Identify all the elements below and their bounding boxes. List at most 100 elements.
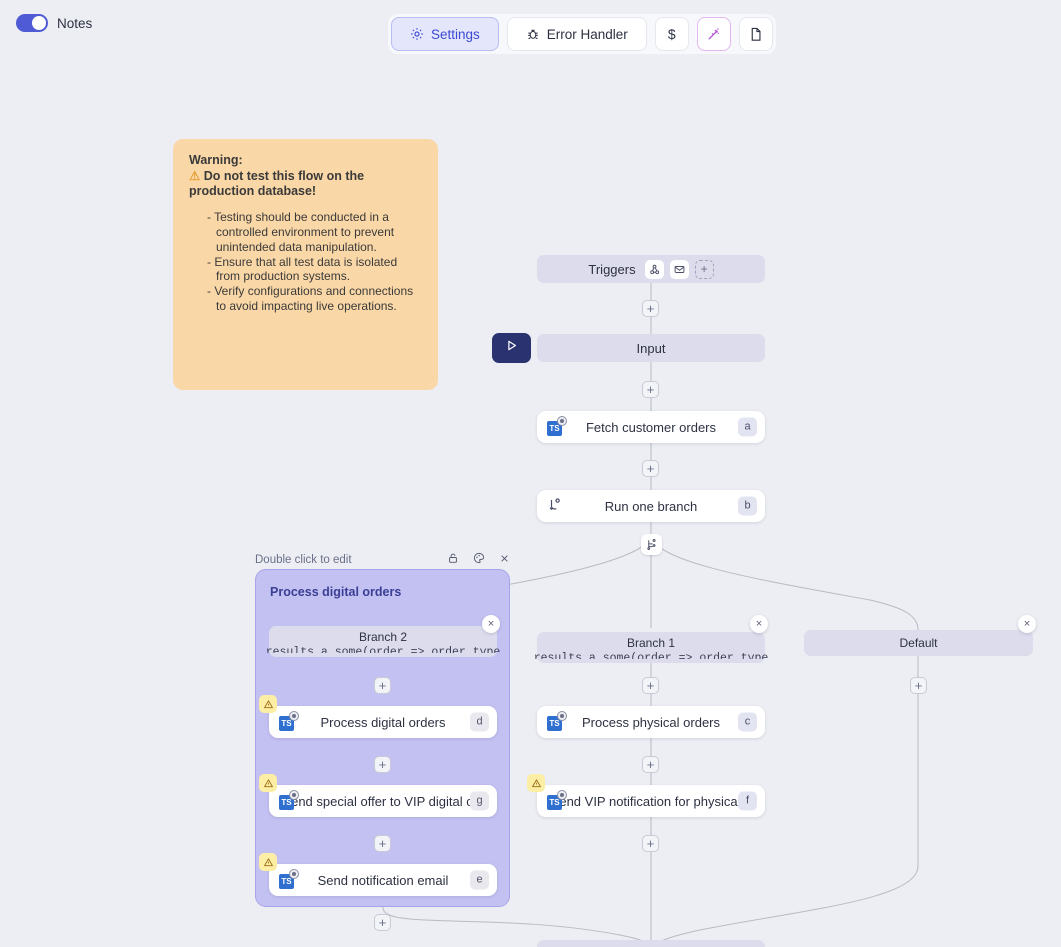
play-icon [504, 338, 519, 358]
note-title-line1: Warning: [189, 153, 243, 167]
bottom-output-node[interactable] [537, 940, 765, 947]
add-step-button[interactable]: + [374, 835, 391, 852]
add-step-button[interactable]: + [642, 677, 659, 694]
branch-name: Branch 1 [626, 636, 676, 650]
branch-name: Branch 2 [358, 630, 408, 644]
top-toolbar: Notes Settings Erro [0, 0, 1061, 60]
webhook-icon[interactable] [644, 259, 664, 279]
input-label: Input [636, 340, 666, 356]
step-fetch-customer-orders[interactable]: TS Fetch customer orders a [537, 411, 765, 443]
note-bullet-list: - Testing should be conducted in a contr… [189, 210, 422, 314]
branch-expression: results.a.some(order => order.type [265, 646, 501, 653]
warning-emoji: ⚠ [189, 168, 201, 183]
add-step-button[interactable]: + [642, 381, 659, 398]
bullet-marker: - [207, 209, 211, 224]
step-label: Process physical orders [582, 714, 720, 730]
gear-icon [410, 27, 424, 41]
branch-node-default[interactable]: Default [804, 630, 1033, 656]
branch-node-branch-2[interactable]: Branch 2 results.a.some(order => order.t… [266, 626, 500, 657]
warning-note-card[interactable]: Warning: ⚠ Do not test this flow on the … [173, 139, 438, 390]
step-badge: f [738, 791, 757, 811]
dollar-icon: $ [667, 26, 676, 42]
settings-button[interactable]: Settings [391, 17, 499, 51]
add-step-button[interactable]: + [642, 835, 659, 852]
step-send-vip-notification-physical[interactable]: TS Send VIP notification for physical...… [527, 774, 765, 817]
remove-branch-1-button[interactable]: × [750, 615, 768, 633]
add-step-button[interactable]: + [642, 460, 659, 477]
warning-icon[interactable] [259, 774, 277, 792]
bullet-text: Ensure that all test data is isolated fr… [214, 254, 398, 284]
branch-step-icon [547, 497, 565, 515]
group-container-process-digital-orders[interactable] [255, 569, 510, 907]
email-icon[interactable] [669, 259, 689, 279]
warning-icon[interactable] [527, 774, 545, 792]
typescript-icon: TS [279, 790, 299, 810]
magic-wand-button[interactable] [696, 17, 731, 51]
triggers-node[interactable]: Triggers + [537, 255, 765, 283]
branch-node-branch-1[interactable]: Branch 1 results.a.some(order => order.t… [534, 632, 768, 663]
palette-icon[interactable] [473, 551, 485, 569]
step-run-one-branch[interactable]: Run one branch b [537, 490, 765, 522]
magic-wand-icon [706, 27, 721, 42]
add-step-button[interactable]: + [374, 756, 391, 773]
toolbar-button-group: Settings Error Handler $ [388, 14, 776, 54]
add-step-button[interactable]: + [910, 677, 927, 694]
step-badge: a [738, 417, 757, 437]
add-step-button[interactable]: + [642, 300, 659, 317]
add-step-button[interactable]: + [374, 914, 391, 931]
branch-name: Default [899, 635, 938, 650]
typescript-icon: TS [547, 416, 567, 436]
notes-toggle-group[interactable]: Notes [16, 14, 92, 32]
warning-icon[interactable] [259, 695, 277, 713]
list-item: - Ensure that all test data is isolated … [207, 255, 422, 285]
step-send-special-offer-vip[interactable]: TS Send special offer to VIP digital c..… [259, 774, 497, 817]
note-title: Warning: ⚠ Do not test this flow on the … [189, 153, 422, 200]
add-step-button[interactable]: + [374, 677, 391, 694]
typescript-icon: TS [547, 711, 567, 731]
step-label: Send special offer to VIP digital c... [282, 793, 484, 809]
step-process-digital-orders[interactable]: TS Process digital orders d [259, 695, 497, 738]
branch-expression: results.a.some(order => order.type [533, 652, 769, 659]
step-label: Send notification email [317, 872, 449, 888]
group-toolbar: Double click to edit [255, 551, 510, 569]
bug-icon [526, 27, 540, 41]
list-item: - Testing should be conducted in a contr… [207, 210, 422, 255]
step-badge: b [738, 496, 757, 516]
document-icon [749, 27, 763, 42]
notes-toggle[interactable] [16, 14, 48, 32]
remove-default-branch-button[interactable]: × [1018, 615, 1036, 633]
step-label: Run one branch [604, 498, 698, 514]
triggers-label: Triggers [588, 261, 636, 277]
close-icon[interactable] [499, 551, 510, 569]
step-badge: e [470, 870, 489, 890]
settings-button-label: Settings [431, 26, 480, 42]
input-node[interactable]: Input [537, 334, 765, 362]
branch-split-icon[interactable] [641, 534, 662, 555]
typescript-icon: TS [547, 790, 567, 810]
group-edit-hint: Double click to edit [255, 554, 352, 566]
typescript-icon: TS [279, 711, 299, 731]
document-button[interactable] [738, 17, 773, 51]
step-badge: d [470, 712, 489, 732]
error-handler-button[interactable]: Error Handler [506, 17, 647, 51]
run-flow-button[interactable] [492, 333, 531, 363]
step-process-physical-orders[interactable]: TS Process physical orders c [537, 706, 765, 738]
lock-icon[interactable] [447, 551, 459, 569]
step-badge: c [738, 712, 757, 732]
toggle-knob [32, 16, 46, 30]
cost-button[interactable]: $ [654, 17, 689, 51]
warning-icon[interactable] [259, 853, 277, 871]
typescript-icon: TS [279, 869, 299, 889]
notes-label: Notes [57, 15, 93, 31]
add-step-button[interactable]: + [642, 756, 659, 773]
step-send-notification-email[interactable]: TS Send notification email e [259, 853, 497, 896]
bullet-marker: - [207, 284, 211, 299]
step-label: Fetch customer orders [585, 419, 717, 435]
group-title: Process digital orders [270, 585, 402, 599]
remove-branch-2-button[interactable]: × [482, 615, 500, 633]
add-trigger-button[interactable]: + [694, 259, 714, 279]
triggers-icon-row: + [644, 259, 714, 279]
list-item: - Verify configurations and connections … [207, 284, 422, 314]
